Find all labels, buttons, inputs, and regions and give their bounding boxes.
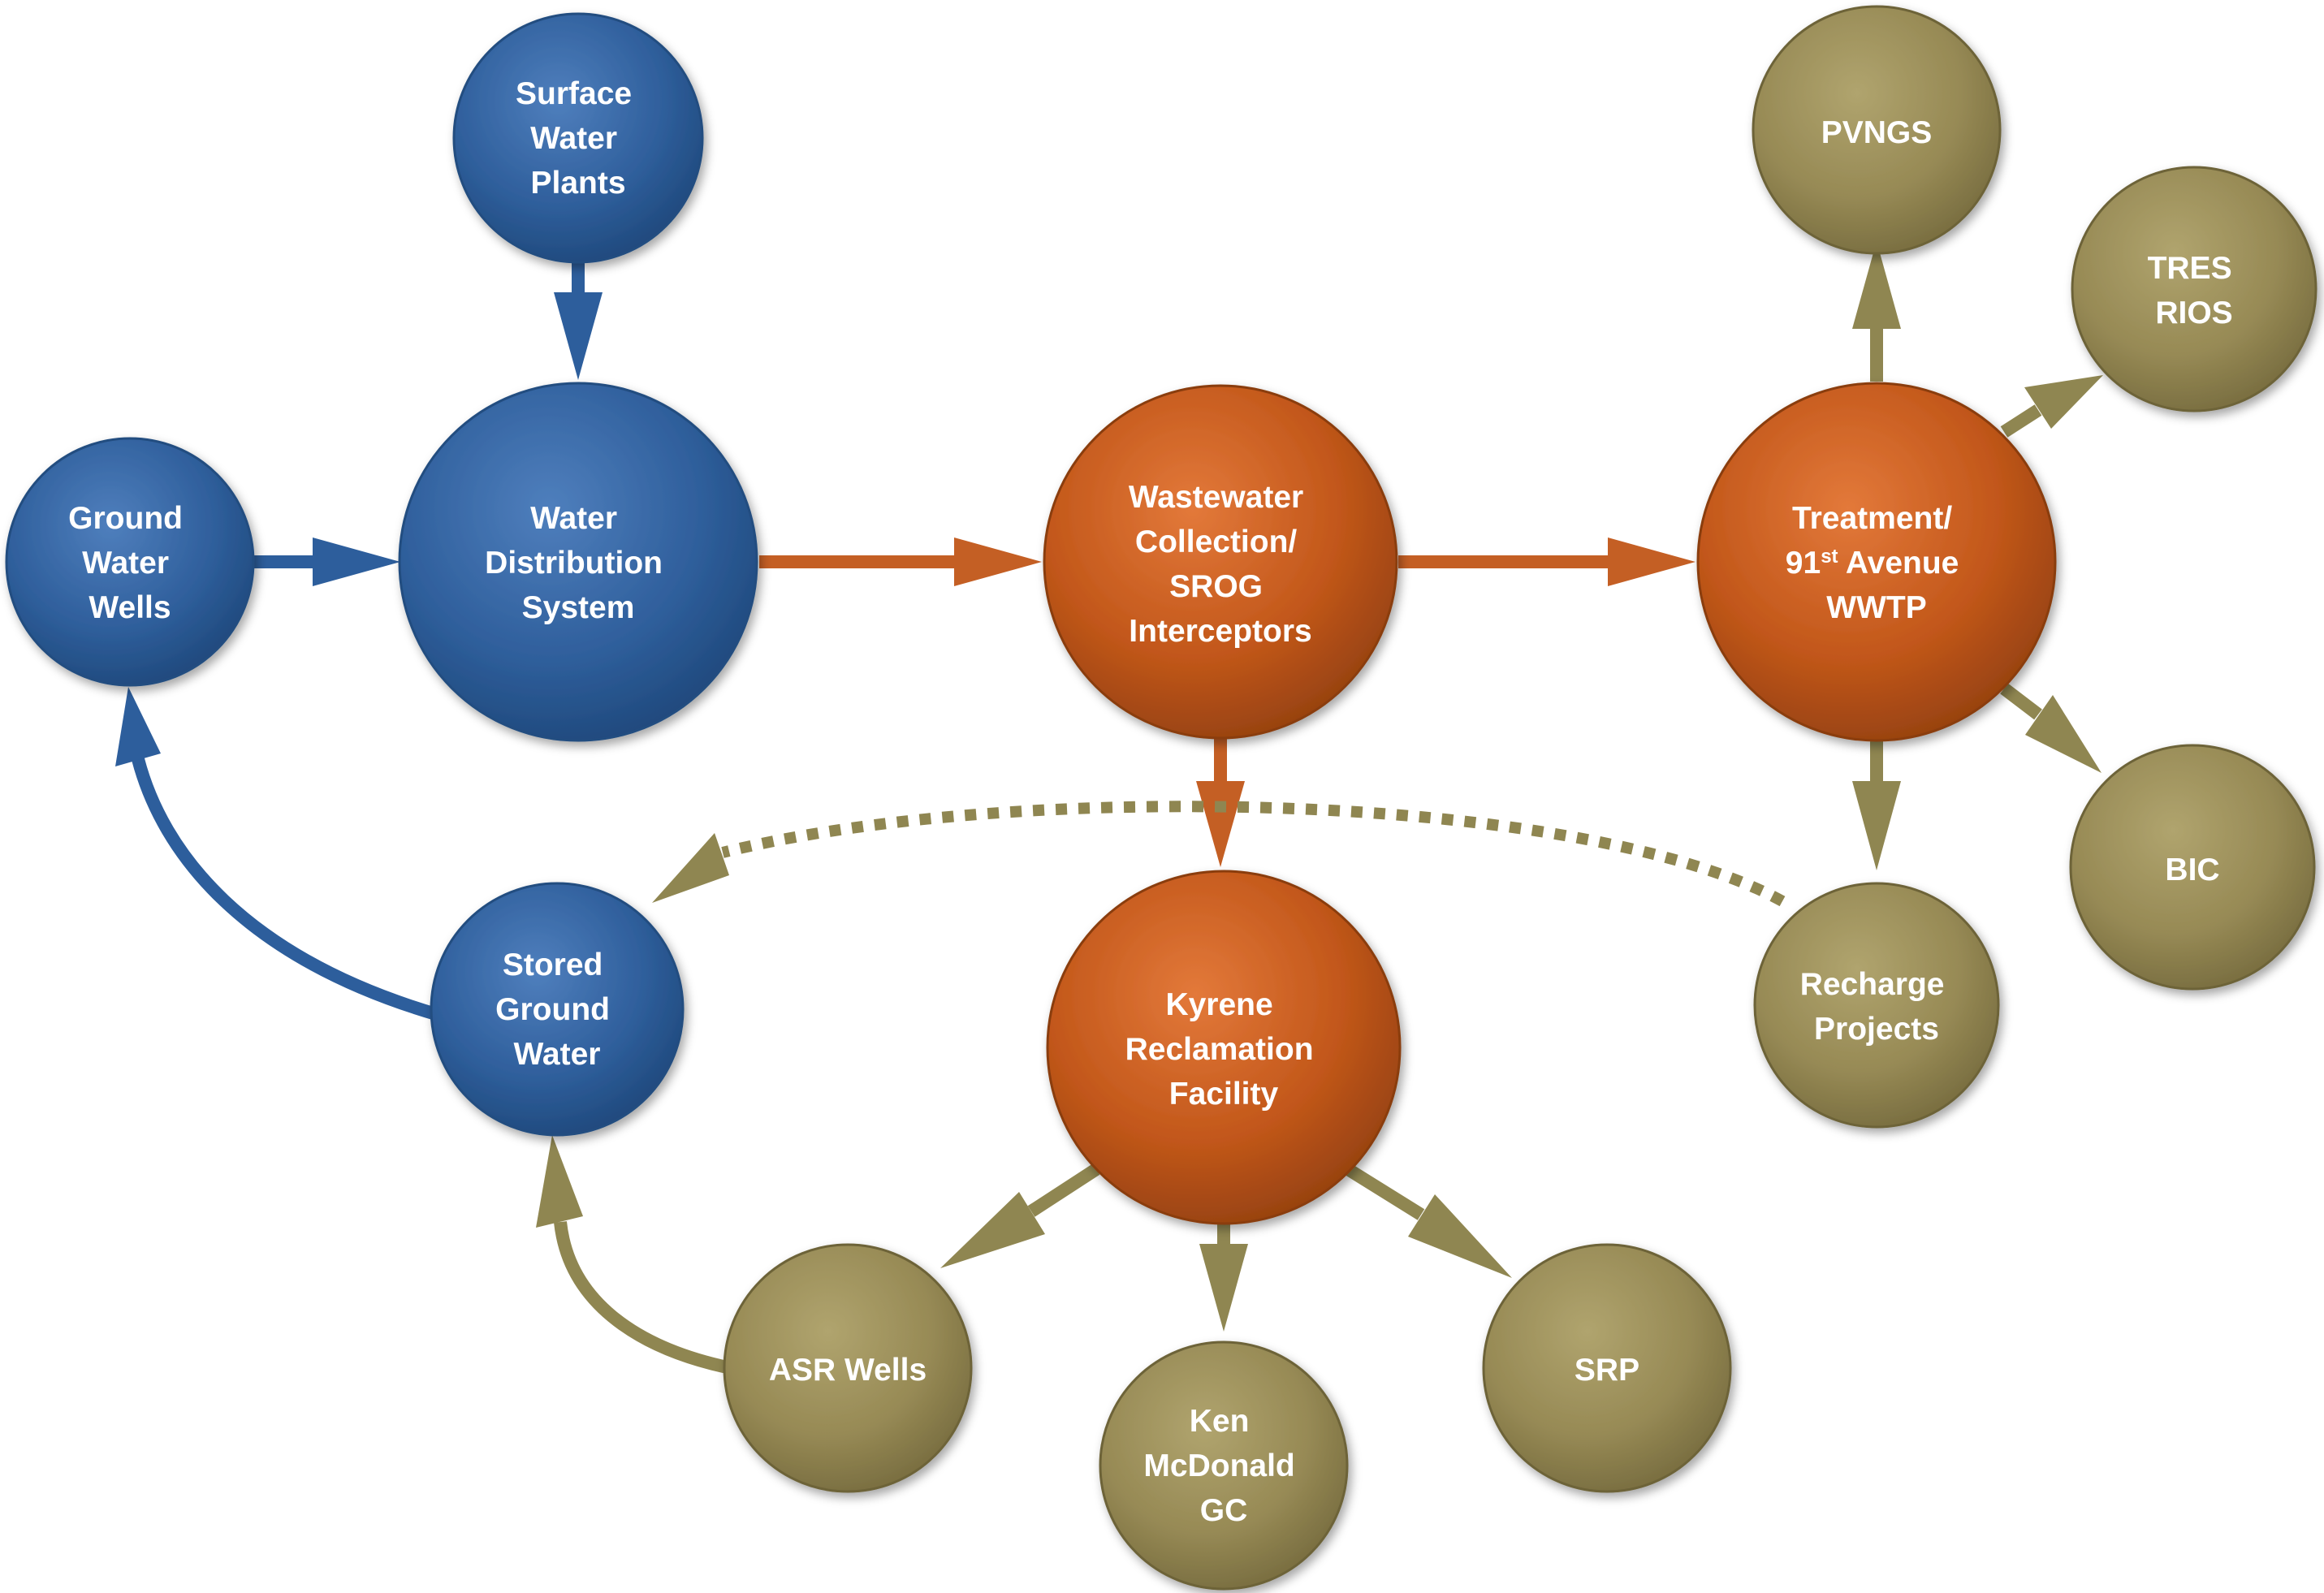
edge-stored-to-groundwells	[115, 687, 441, 1021]
node-ken-mcdonald-gc[interactable]: Ken McDonald GC	[1099, 1340, 1349, 1591]
node-ground-water-wells-label: Ground Water Wells	[68, 501, 192, 625]
edge-treatment-to-tresrios	[2000, 375, 2103, 438]
node-pvngs-label: PVNGS	[1821, 115, 1933, 150]
node-ground-water-wells[interactable]: Ground Water Wells	[5, 437, 255, 687]
node-bic[interactable]: BIC	[2069, 744, 2316, 991]
node-asr-wells-label: ASR Wells	[769, 1353, 927, 1388]
edge-kyrene-to-srp	[1344, 1163, 1512, 1278]
edge-wastewater-to-kyrene	[1196, 739, 1245, 867]
node-wastewater-collection-label: Wastewater Collection/ SROG Interceptors	[1129, 480, 1312, 649]
edge-surface-to-distribution	[554, 261, 603, 380]
edge-treatment-to-pvngs	[1852, 241, 1901, 382]
edge-treatment-to-bic	[2000, 683, 2102, 773]
node-treatment-91st-avenue-label: Treatment/ 91st Avenue WWTP	[1786, 501, 1968, 625]
edge-wastewater-to-treatment	[1398, 537, 1695, 586]
edge-groundwells-to-distribution	[253, 537, 400, 586]
node-ken-mcdonald-gc-label: Ken McDonald GC	[1143, 1404, 1303, 1528]
node-tres-rios-label: TRES RIOS	[2148, 251, 2241, 330]
node-stored-ground-water[interactable]: Stored Ground Water	[430, 882, 685, 1137]
edge-recharge-to-stored	[652, 801, 1786, 907]
edge-asr-to-stored	[536, 1135, 732, 1375]
node-srp[interactable]: SRP	[1482, 1243, 1732, 1493]
node-water-distribution-system-label: Water Distribution System	[485, 501, 672, 625]
edges	[115, 241, 2103, 1375]
node-stored-ground-water-label: Stored Ground Water	[495, 948, 619, 1072]
node-water-distribution-system[interactable]: Water Distribution System	[398, 382, 758, 742]
node-wastewater-collection[interactable]: Wastewater Collection/ SROG Interceptors	[1043, 384, 1398, 740]
nodes: Surface Water Plants Ground Water Wells …	[5, 5, 2318, 1591]
node-surface-water-plants-label: Surface Water Plants	[516, 76, 641, 201]
node-srp-label: SRP	[1575, 1353, 1639, 1388]
edge-treatment-to-recharge	[1852, 739, 1901, 870]
node-recharge-projects[interactable]: Recharge Projects	[1753, 882, 2000, 1129]
node-tres-rios[interactable]: TRES RIOS	[2071, 166, 2318, 412]
node-recharge-projects-label: Recharge Projects	[1800, 967, 1954, 1047]
node-surface-water-plants[interactable]: Surface Water Plants	[452, 12, 704, 264]
node-treatment-91st-avenue[interactable]: Treatment/ 91st Avenue WWTP	[1696, 382, 2057, 742]
node-kyrene-reclamation[interactable]: Kyrene Reclamation Facility	[1046, 870, 1402, 1225]
node-asr-wells[interactable]: ASR Wells	[723, 1243, 973, 1493]
node-bic-label: BIC	[2165, 853, 2219, 887]
edge-distribution-to-wastewater	[759, 537, 1042, 586]
node-pvngs[interactable]: PVNGS	[1752, 5, 2002, 255]
edge-kyrene-to-asr	[940, 1163, 1100, 1268]
node-kyrene-reclamation-label: Kyrene Reclamation Facility	[1125, 987, 1323, 1112]
